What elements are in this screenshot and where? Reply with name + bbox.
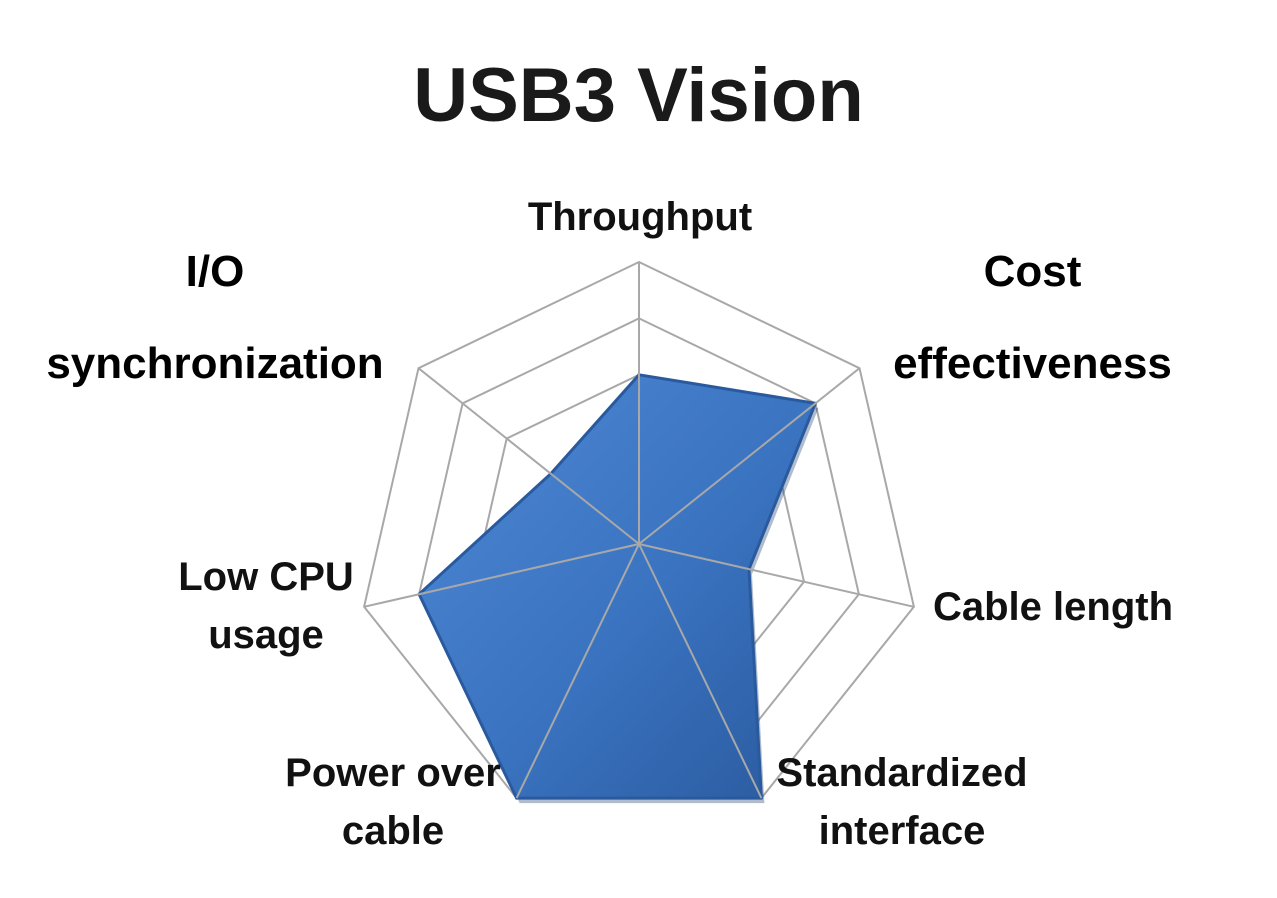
radar-spokes [363,262,915,799]
axis-label-low-cpu-usage: Low CPU usage [156,548,376,664]
axis-label-cpu-line2: usage [208,613,324,657]
spoke-power-over-cable [515,543,640,799]
axis-label-io-line1: I/O [185,247,245,296]
chart-title: USB3 Vision [413,53,864,138]
axis-label-throughput: Throughput [490,188,790,246]
radar-series [417,373,819,804]
axis-label-io-line2: synchronization [46,339,384,388]
spoke-cable-length [638,543,915,608]
series-area-1 [417,373,817,800]
spoke-standardized-interface [638,543,763,799]
axis-label-cost-line1: Cost [983,247,1082,296]
axis-label-power-line1: Power over [285,751,501,795]
axis-label-cable-length-text: Cable length [932,585,1174,629]
spoke-cost-effectiveness [638,367,861,545]
axis-label-io-synchronization: I/O synchronization [40,226,390,410]
axis-label-throughput-text: Throughput [527,195,753,239]
axis-label-standardized-line1: Standardized [776,751,1028,795]
axis-label-cost-effectiveness: Cost effectiveness [880,226,1185,410]
axis-label-cable-length: Cable length [918,578,1188,636]
axis-label-standardized-line2: interface [818,809,986,853]
axis-label-standardized-interface: Standardized interface [752,744,1052,860]
axis-label-power-line2: cable [341,809,445,853]
spoke-i-o-synchronization [417,367,640,545]
axis-label-cost-line2: effectiveness [893,339,1172,388]
axis-label-cpu-line1: Low CPU [178,555,354,599]
axis-label-power-over-cable: Power over cable [258,744,528,860]
spoke-low-cpu-usage [363,543,640,608]
